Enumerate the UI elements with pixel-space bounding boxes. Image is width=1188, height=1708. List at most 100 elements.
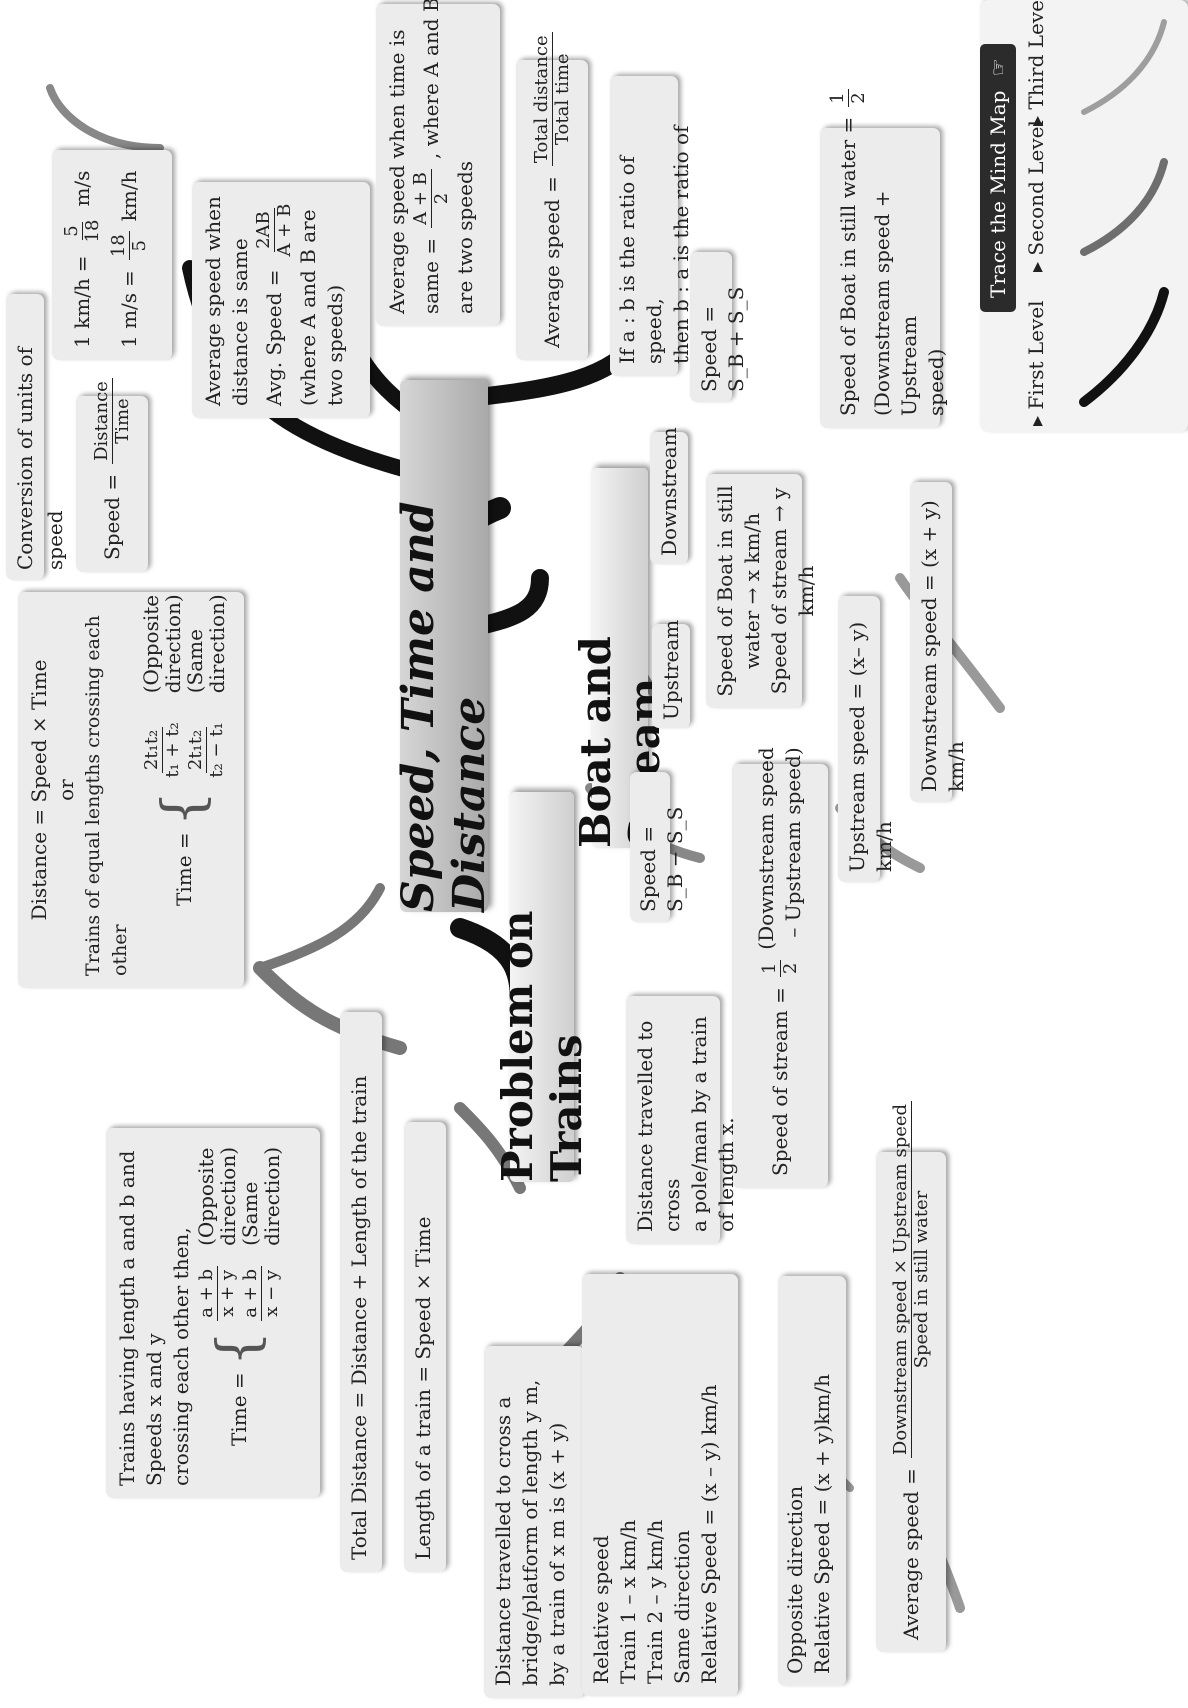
distance-frac1-den: t₁ + t₂ (161, 722, 183, 778)
distance-frac2-den: t₂ − t₁ (205, 722, 227, 778)
distance-frac2-num: 2t₁t₂ (185, 726, 207, 774)
opposite-box: Opposite direction Relative Speed = (x +… (778, 1276, 846, 1686)
avg-dist-den: A + B (274, 203, 295, 257)
avg-same-time-box: Average speed when time is same = A + B … (376, 0, 500, 326)
branch-trains-label: Problem on Trains (493, 910, 591, 1182)
pole-box: Distance travelled to cross a pole/man b… (626, 996, 738, 1244)
boat-still-num: 1 (827, 89, 849, 107)
legend: Trace the Mind Map ☞ ▸ First Level ▸ Sec… (980, 0, 1188, 432)
speed-formula-box: Speed = Distance Time (76, 378, 148, 572)
branch-trains: Problem on Trains (493, 792, 591, 1182)
distance-formula-box: Distance = Speed × Time or Trains of equ… (18, 592, 244, 988)
speed-plus-box: Speed = S_B + S_S (690, 252, 748, 402)
still-water-line1: Speed of Boat in still (713, 485, 737, 697)
conversion-line1-lhs: 1 km/h (70, 278, 94, 348)
central-topic: Speed, Time and Distance (393, 380, 495, 912)
avg-boat-num: Downstream speed × Upstream speed (890, 1100, 912, 1459)
total-distance-box: Total Distance = Distance + Length of th… (340, 1012, 382, 1572)
speed-plus-label: Speed = S_B + S_S (697, 286, 748, 392)
legend-second: ▸ Second Level (1024, 120, 1048, 272)
conversion-values-box: 1 km/h = 5 18 m/s 1 m/s = 18 5 km/h (52, 150, 172, 360)
boat-still-line3: speed) (924, 348, 948, 416)
speed-formula-fraction: Distance Time (91, 378, 133, 464)
ratio-line1: If a : b is the ratio of speed, (615, 155, 666, 364)
trains-ab-time-label: Time = (226, 1372, 251, 1446)
bridge-box: Distance travelled to cross a bridge/pla… (484, 1346, 584, 1698)
avg-speed-boat-box: Average speed = Downstream speed × Upstr… (876, 1100, 946, 1652)
bridge-line3: by a train of x m is (x + y) (545, 1422, 569, 1686)
trains-ab-box: Trains having length a and b and Speeds … (106, 1128, 320, 1498)
boat-still-line2: (Downstream speed + Upstream (870, 190, 921, 416)
avg-total-lhs: Average speed = (539, 176, 564, 348)
trains-ab-line1: Trains having length a and b and (115, 1150, 139, 1486)
trains-ab-note1a: (Opposite (194, 1147, 218, 1246)
speed-stream-den: 2 (779, 962, 801, 975)
distance-frac1: 2t₁t₂ t₁ + t₂ (141, 719, 183, 780)
opposite-line1: Opposite direction (783, 1485, 807, 1674)
speed-formula-num: Distance (91, 378, 113, 464)
downstream-label: Downstream (657, 427, 681, 556)
total-distance-label: Total Distance = Distance + Length of th… (347, 1075, 371, 1560)
speed-stream-rhs1: (Downstream speed (754, 747, 778, 950)
conversion-line1-eq: = (70, 255, 94, 273)
trains-ab-line2: Speeds x and y (142, 1333, 166, 1487)
legend-third-label: Third Level (1024, 0, 1048, 110)
relative-line4: Same direction (670, 1530, 694, 1684)
legend-swatch-third (1081, 19, 1167, 115)
trains-ab-brace: { (206, 1330, 271, 1367)
avg-time-line1: Average speed when time is (385, 29, 409, 314)
avg-boat-lhs: Average speed = (898, 1468, 923, 1640)
upstream-box: Upstream (652, 620, 690, 728)
distance-note1b: direction) (161, 594, 185, 694)
upstream-label: Upstream (659, 619, 683, 720)
avg-total-num: Total distance (531, 32, 553, 167)
connector-second-2 (255, 883, 385, 973)
distance-frac2: 2t₁t₂ t₂ − t₁ (185, 719, 227, 780)
boat-still-lhs: Speed of Boat in still water = (836, 116, 860, 416)
avg-total-fraction: Total distance Total time (531, 32, 573, 167)
downstream-speed-box: Downstream speed = (x + y) km/h (910, 482, 968, 802)
distance-frac1-num: 2t₁t₂ (141, 726, 163, 774)
speed-stream-fraction: 1 2 (759, 959, 801, 978)
trains-ab-frac2: a + b x − y (240, 1265, 282, 1321)
downstream-box: Downstream (650, 427, 688, 564)
still-water-line2: water → x km/h (740, 512, 764, 670)
speed-stream-rhs2: – Upstream speed) (781, 747, 805, 938)
distance-note2b: direction) (205, 594, 229, 694)
conversion-line1-num: 5 (61, 222, 83, 240)
conversion-line2-unit: km/h (117, 170, 141, 222)
avg-dist-line1: Average speed when (201, 196, 225, 406)
still-water-box: Speed of Boat in still water → x km/h Sp… (706, 474, 818, 708)
avg-dist-num: 2AB (253, 208, 275, 252)
avg-same-distance-box: Average speed when distance is same Avg.… (192, 182, 370, 418)
trains-ab-frac2-den: x − y (260, 1269, 282, 1317)
trains-ab-frac1: a + b x + y (196, 1265, 238, 1321)
trains-ab-frac1-num: a + b (196, 1265, 218, 1321)
distance-note1a: (Opposite (139, 594, 163, 694)
speed-minus-label: Speed = S_B − S_S (636, 806, 687, 912)
relative-line1: Relative speed (589, 1535, 613, 1684)
avg-dist-line5: two speeds) (323, 284, 347, 406)
conversion-line2-fraction: 18 5 (108, 231, 150, 261)
trains-ab-note1b: direction) (216, 1146, 240, 1246)
relative-line2: Train 1 – x km/h (616, 1519, 640, 1684)
avg-boat-den: Speed in still water (910, 1190, 932, 1369)
avg-dist-fraction: 2AB A + B (253, 201, 295, 260)
avg-time-den: 2 (431, 192, 452, 205)
speed-formula-den: Time (111, 398, 133, 444)
relative-line5: Relative Speed = (x – y) km/h (697, 1384, 721, 1684)
central-topic-label: Speed, Time and Distance (393, 501, 495, 912)
speed-stream-lhs: Speed of stream = (767, 987, 792, 1176)
conversion-line2-lhs: 1 m/s (117, 292, 141, 348)
trains-ab-line3: crossing each other then, (169, 1227, 193, 1486)
avg-time-num: A + B (410, 169, 432, 228)
trains-ab-frac2-num: a + b (240, 1265, 262, 1321)
legend-swatches (1079, 19, 1169, 407)
legend-title-label: Trace the Mind Map (986, 90, 1010, 298)
upstream-speed-box: Upstream speed = (x– y) km/h (838, 596, 896, 882)
pole-line3: of length x. (714, 1117, 738, 1232)
avg-time-line3: are two speeds (453, 160, 477, 314)
avg-dist-lhs: Avg. Speed = (262, 269, 286, 406)
